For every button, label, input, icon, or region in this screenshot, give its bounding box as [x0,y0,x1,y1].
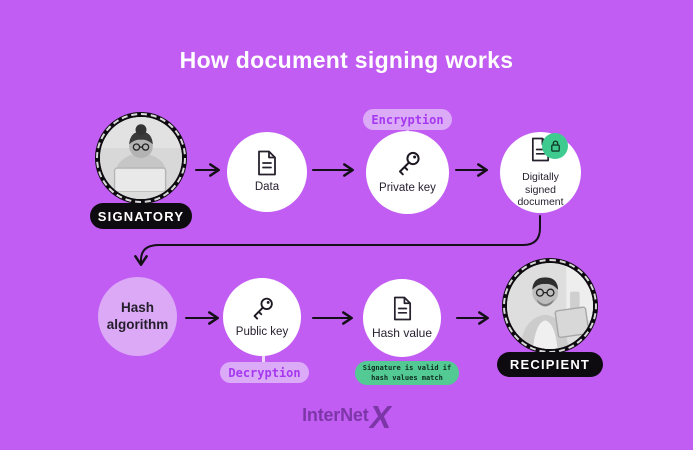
encryption-tag: Encryption [363,109,452,130]
hash-value-node: Hash value [363,279,441,357]
signature-valid-note-line1: Signature is valid if [362,363,452,372]
arrow-signed-doc-to-hash-algorithm [134,215,541,266]
lock-icon [550,140,560,152]
private-key-node: Private key [366,131,449,214]
signature-valid-note-line2: hash values match [371,374,443,382]
public-key-node-label: Public key [235,325,289,338]
document-icon [393,296,411,321]
public-key-node: Public key [223,278,301,356]
internetx-logo: InterNet X [0,399,693,435]
internetx-logo-x: X [366,399,395,435]
private-key-node-label: Private key [379,182,436,195]
hash-algorithm-node-label: Hash algorithm [106,300,169,332]
key-icon [398,151,420,176]
recipient-label-pill: RECIPIENT [497,352,603,377]
data-node-label: Data [254,181,280,194]
key-icon [253,297,273,320]
signatory-photo-illustration [100,117,182,199]
document-icon [258,150,276,176]
signatory-photo [95,112,187,204]
hash-value-node-label: Hash value [371,326,433,341]
recipient-photo-illustration [507,263,593,349]
signed-document-node: Digitally signed document [500,132,581,213]
decryption-tag-tail [262,352,265,363]
signature-valid-note: Signature is valid if hash values match [355,361,459,385]
signed-document-node-label: Digitally signed document [517,171,564,209]
lock-badge [542,133,568,160]
signatory-label-pill: SIGNATORY [90,203,192,229]
internetx-logo-text: InterNet [302,405,369,426]
decryption-tag: Decryption [220,362,309,383]
recipient-photo [502,258,598,354]
page-title: How document signing works [179,47,514,73]
hash-algorithm-node: Hash algorithm [98,277,177,356]
data-node: Data [227,132,307,212]
